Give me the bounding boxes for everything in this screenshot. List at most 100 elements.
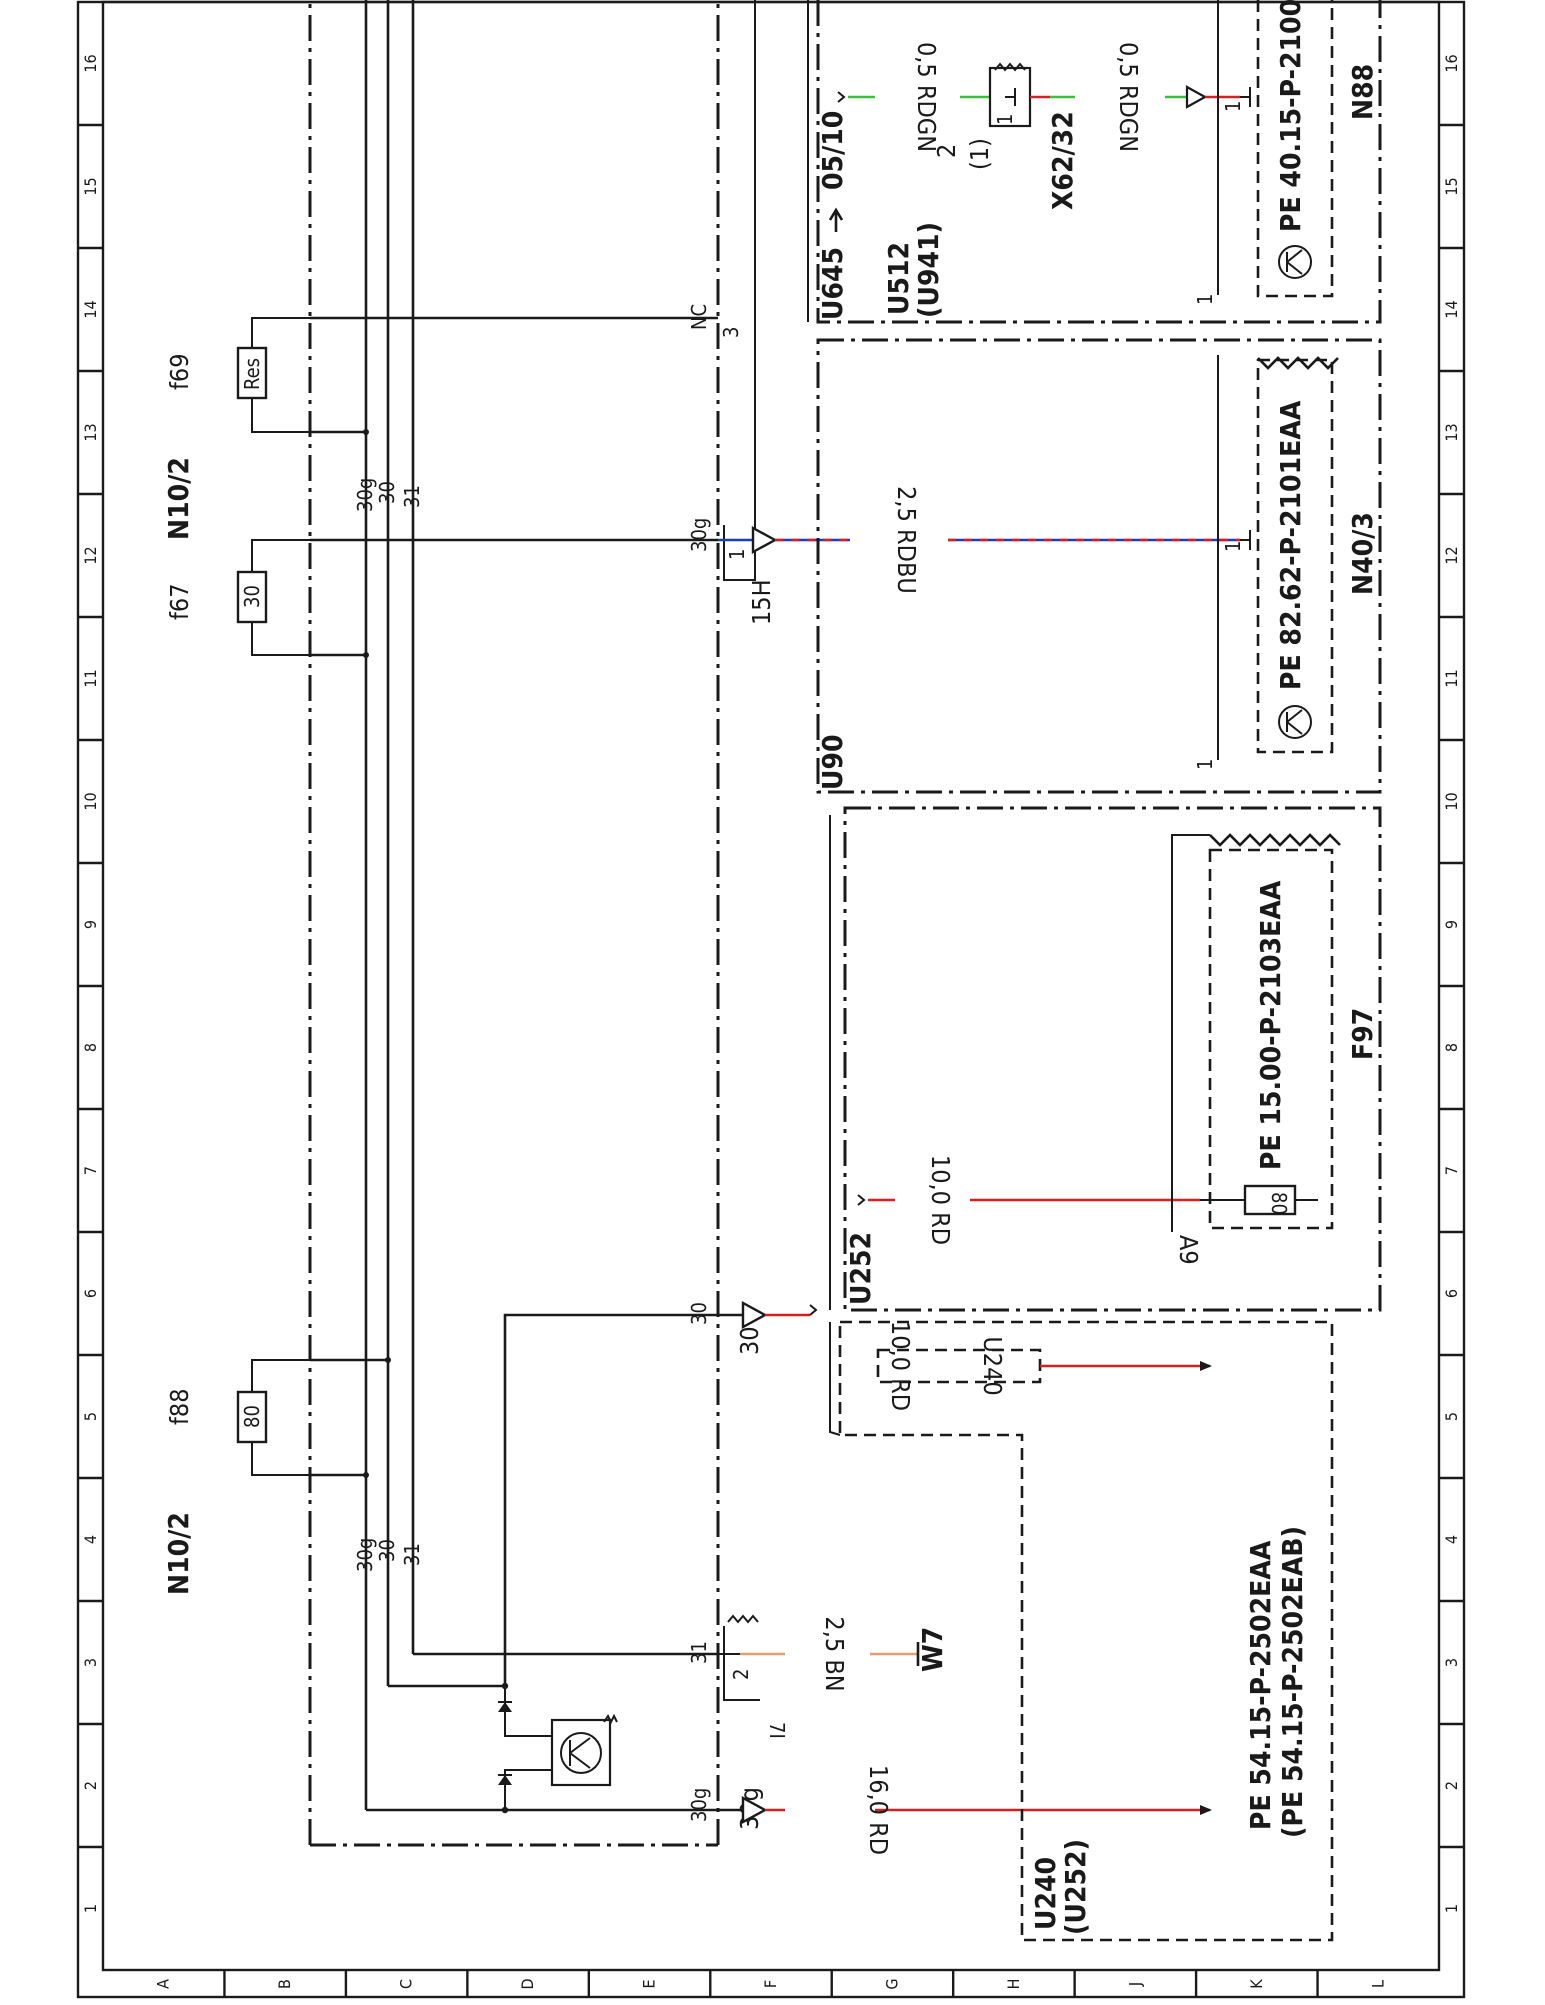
grid-column-label: 6 — [81, 1289, 100, 1298]
wire-0-5-rdgn: 0,5 RDGN 1 2 (1) X62/32 0,5 RDGN — [837, 42, 1251, 210]
x62-pin-paren: (1) — [965, 138, 994, 170]
bus-label-31-upper: 31 — [400, 485, 424, 508]
grid-row-label: H — [1004, 1979, 1023, 1990]
grid-column-label: 9 — [81, 920, 100, 929]
n40-pin-1-b: 1 — [1221, 541, 1245, 552]
u240-alt-label: (U252) — [1059, 1839, 1092, 1935]
terminal-nc: NC — [687, 304, 711, 330]
wire-2-5-bn-label: 2,5 BN — [820, 1616, 849, 1691]
u240-label: U240 — [1029, 1857, 1062, 1930]
f67-label: f67 — [165, 583, 194, 620]
wire-10-rd-label: 10,0 RD — [926, 1155, 955, 1245]
u90-label: U90 — [816, 734, 849, 790]
grid-row-label: B — [275, 1979, 294, 1989]
grid-column-label: 13 — [1442, 423, 1461, 441]
u252-label: U252 — [844, 1232, 877, 1305]
grid-column-label: 7 — [1442, 1166, 1461, 1175]
pe-15-ref: PE 15.00-P-2103EAA — [1254, 880, 1287, 1170]
grid-column-label: 5 — [1442, 1412, 1461, 1421]
fuse-f67-value: 30 — [240, 585, 264, 608]
n10-right-label: N10/2 — [162, 457, 195, 540]
u512-alt-label: (U941) — [912, 222, 945, 318]
bus-label-30-upper: 30 — [375, 481, 399, 504]
grid-row-label: D — [518, 1978, 537, 1989]
f97-fuse-value: 80 — [1267, 1192, 1291, 1215]
a9-label: A9 — [1174, 1235, 1203, 1265]
u240-variant-box: U240 (U252) PE 54.15-P-2502EAA (PE 54.15… — [829, 1320, 1334, 1942]
grid-column-label: 10 — [81, 792, 100, 810]
terminal-31: 31 — [687, 1641, 711, 1664]
bus-label-31: 31 — [400, 1543, 424, 1566]
pin-3-label: 3 — [719, 327, 743, 338]
grid-column-label: 13 — [81, 423, 100, 441]
fuse-f69: Res — [236, 316, 718, 435]
wire-10-rd: 10,0 RD — [857, 1155, 1200, 1245]
wire-0-5-rdgn-a-label: 0,5 RDGN — [912, 42, 941, 152]
fuse-f69-value: Res — [240, 358, 264, 390]
grid-column-label: 10 — [1442, 792, 1461, 810]
wire-16-rd-label: 16,0 RD — [864, 1765, 893, 1855]
wire-0-5-rdgn-b-label: 0,5 RDGN — [1114, 42, 1143, 152]
n40-label: N40/3 — [1346, 512, 1379, 595]
grid-column-label: 16 — [1442, 54, 1461, 72]
pe-40-ref: PE 40.15-P-2100 — [1274, 0, 1307, 232]
n88-label: N88 — [1346, 64, 1379, 120]
grid-column-label: 16 — [81, 54, 100, 72]
grid-column-label: 12 — [81, 546, 100, 564]
power-switch-module — [366, 1313, 718, 1814]
wire-2-5-rdbu: 1 2,5 RDBU — [718, 0, 1251, 594]
internal-bus — [364, 0, 415, 1810]
u645-ref: 05/10 — [816, 111, 849, 190]
grid-column-label: 15 — [1442, 177, 1461, 195]
grid-column-label: 14 — [81, 300, 100, 318]
bus-label-30: 30 — [375, 1539, 399, 1562]
grid-column-label: 3 — [1442, 1658, 1461, 1667]
x62-pin-2: 2 — [932, 144, 961, 158]
grid-column-label: 6 — [1442, 1289, 1461, 1298]
bus-label-right: 30g 30 31 — [353, 478, 424, 512]
grid-column-label: 11 — [81, 669, 100, 687]
grid-column-label: 1 — [81, 1904, 100, 1913]
bus-label-left: 30g 30 31 — [353, 1538, 424, 1572]
grid-column-label: 1 — [1442, 1904, 1461, 1913]
pin-1-label: 1 — [725, 549, 749, 560]
fuse-f88-value: 80 — [240, 1405, 264, 1428]
grid-column-label: 2 — [81, 1781, 100, 1790]
grid-row-label: C — [397, 1979, 416, 1989]
grid-row-label: F — [761, 1980, 780, 1988]
f88-label: f88 — [165, 1388, 194, 1425]
grid-column-label: 12 — [1442, 546, 1461, 564]
wire-terminal-30 — [718, 1300, 818, 1330]
bus-label-30g-upper: 30g — [353, 478, 377, 512]
x62-label: X62/32 — [1046, 111, 1079, 210]
grid-column-label: 3 — [81, 1658, 100, 1667]
terminal-30g-right: 30g — [687, 518, 711, 552]
pin-15h-label: 15H — [747, 579, 776, 625]
wire-2-5-rdbu-label: 2,5 RDBU — [892, 486, 921, 594]
n10-left-label: N10/2 — [162, 1512, 195, 1595]
grid-row-label: A — [154, 1979, 173, 1989]
u90-box: U90 — [816, 338, 1382, 794]
label-30-outer: 30 — [735, 1326, 764, 1355]
wire-2-5-bn: 2 7I 2,5 BN W7 — [718, 1614, 949, 1739]
grid-column-label: 15 — [81, 177, 100, 195]
grid-column-label: 14 — [1442, 300, 1461, 318]
grid-column-label: 4 — [81, 1535, 100, 1544]
wire-16-rd: 16,0 RD — [718, 1765, 1212, 1855]
grid-row-label: J — [1125, 1982, 1144, 1987]
fuse-box-f97: 80 A9 PE 15.00-P-2103EAA F97 — [1171, 833, 1379, 1265]
grid-column-label: 5 — [81, 1412, 100, 1421]
wire-10-rd-u240-label: 10,0 RD — [886, 1321, 915, 1411]
pe-54-eab-ref: (PE 54.15-P-2502EAB) — [1276, 1526, 1309, 1838]
u240-inner-ref: U240 — [978, 1336, 1007, 1395]
grid-column-label: 11 — [1442, 669, 1461, 687]
fuse-f67: 30 — [236, 538, 718, 658]
grid-column-label: 7 — [81, 1166, 100, 1175]
f69-label: f69 — [165, 353, 194, 390]
grid-column-label: 8 — [81, 1043, 100, 1052]
n10-module-boundary — [308, 0, 720, 1847]
